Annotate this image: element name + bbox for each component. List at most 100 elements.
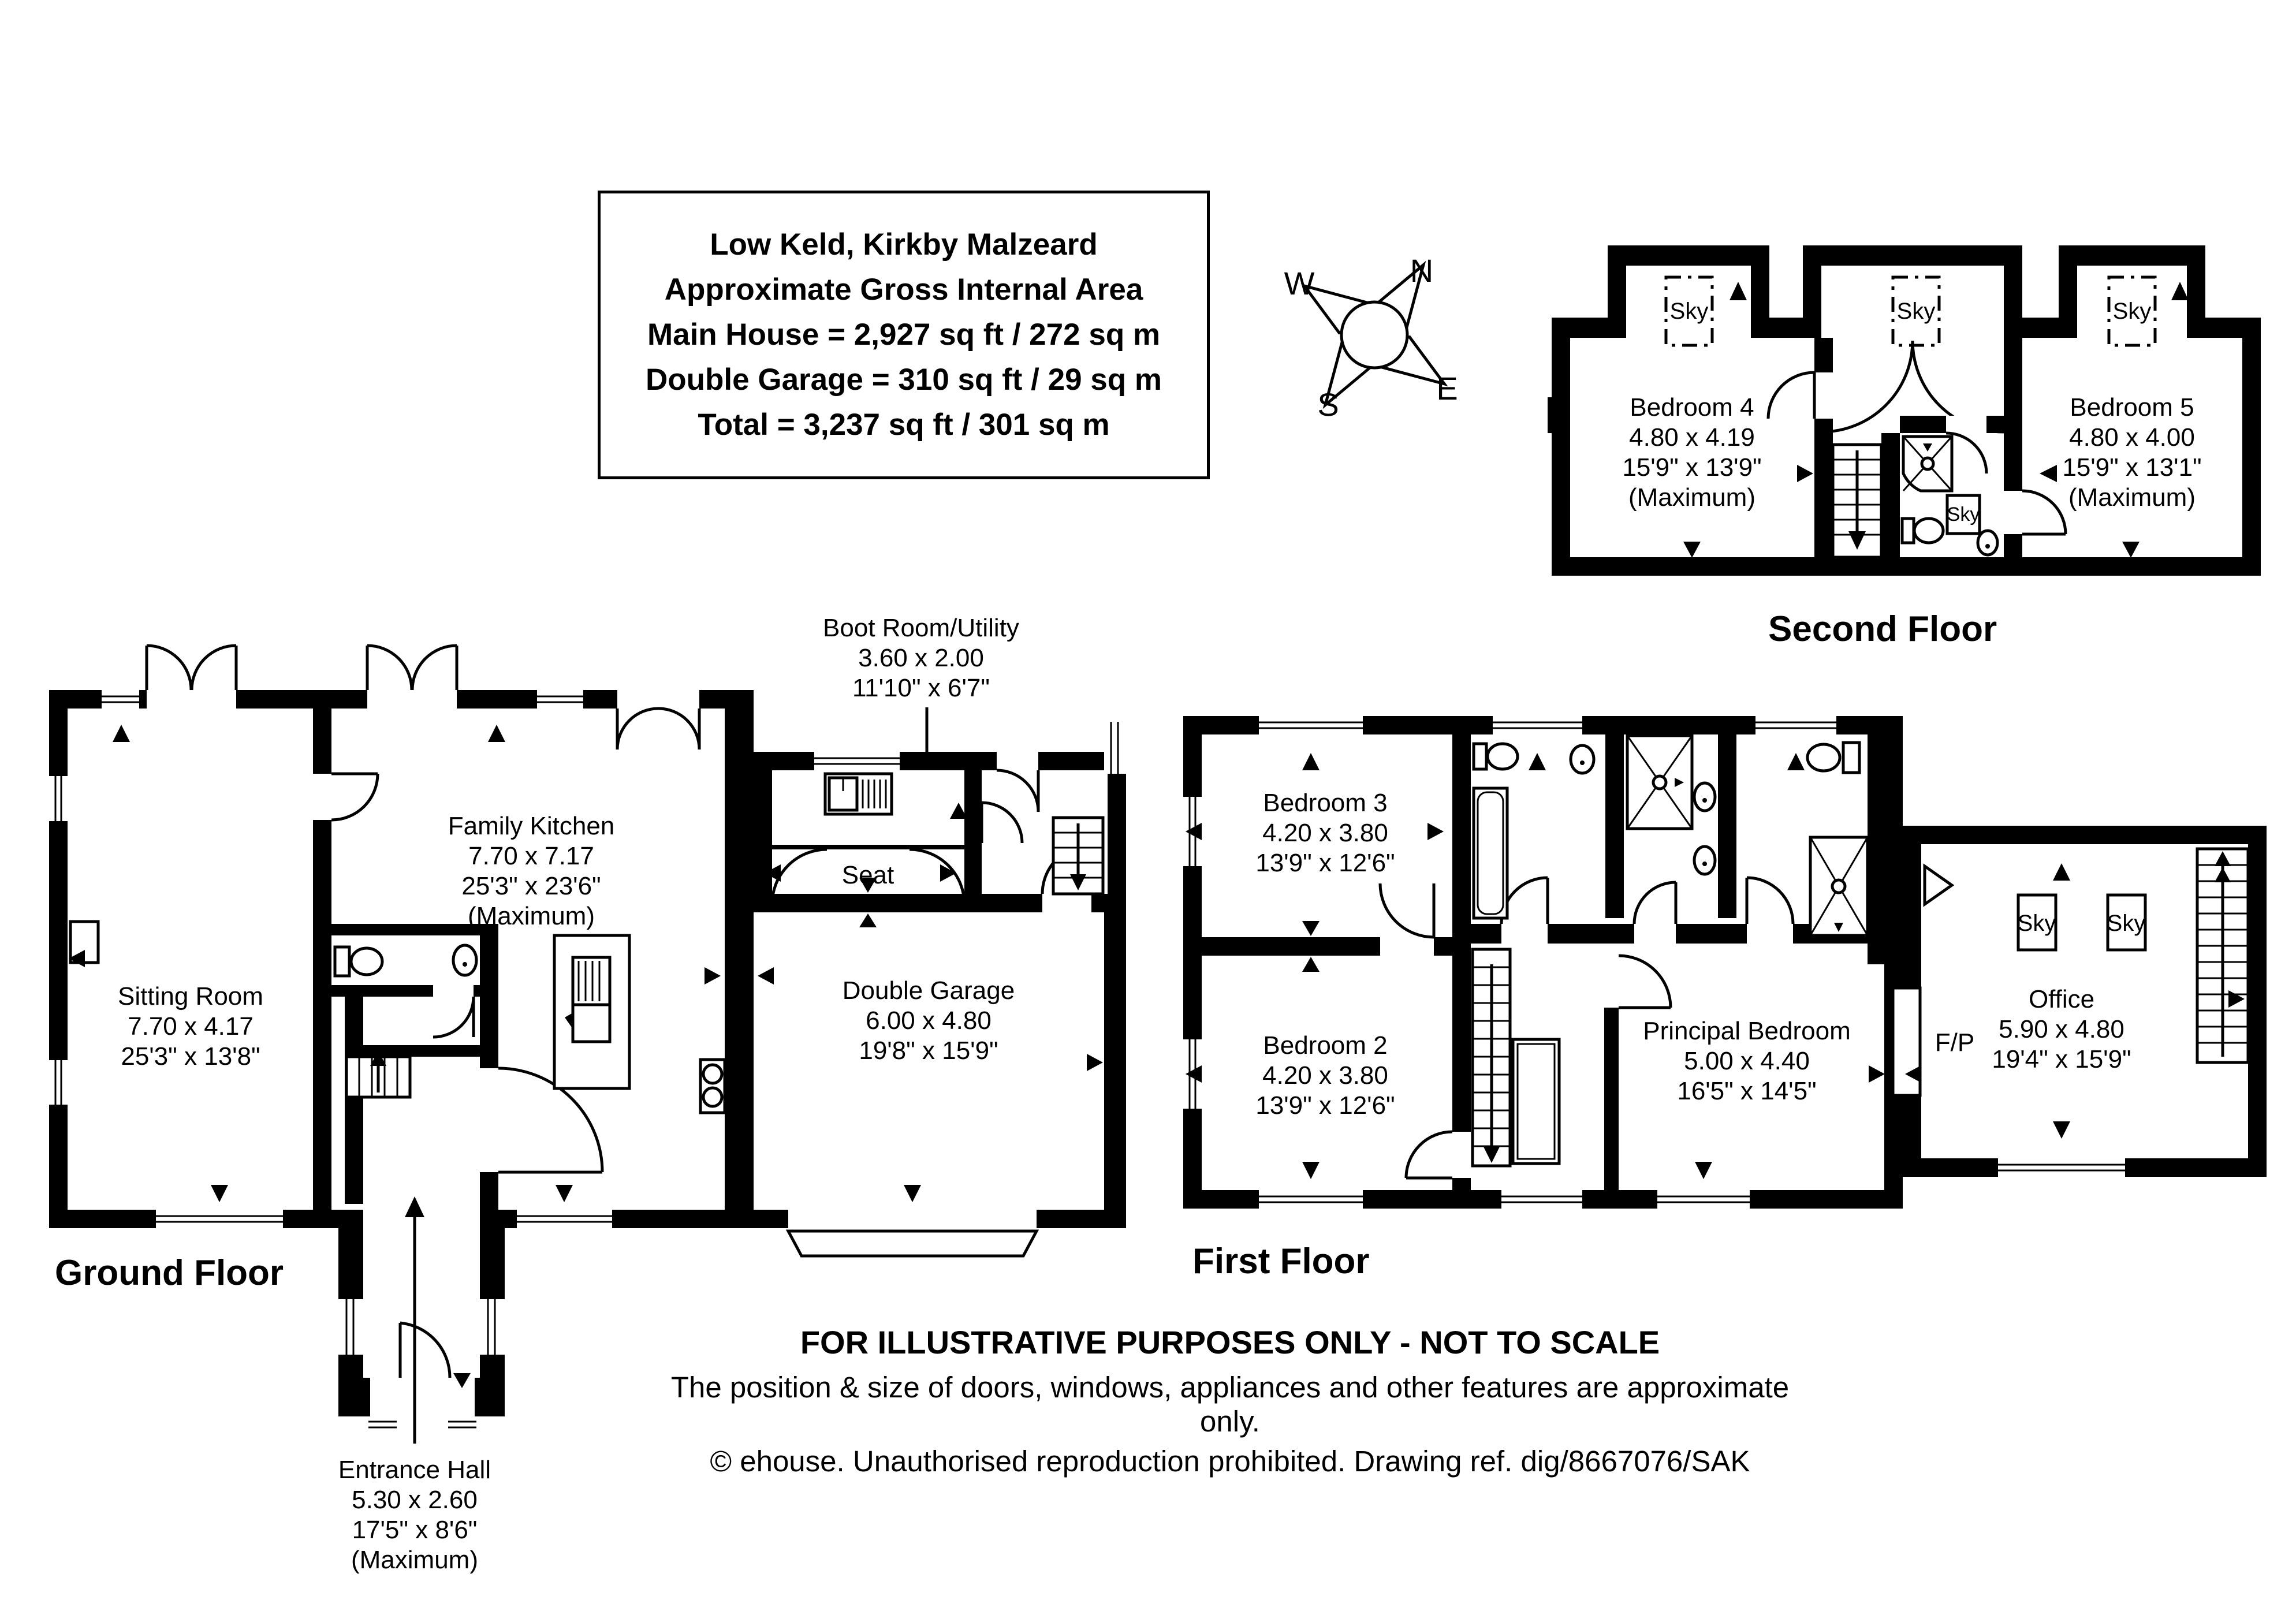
shower-room-sinks: [1693, 781, 1717, 876]
title-box: Low Keld, Kirkby Malzeard Approximate Gr…: [598, 191, 1210, 479]
skylight-label: Sky: [1947, 504, 1980, 525]
seat-label: Seat: [842, 861, 894, 889]
office-staircase-up: [2196, 847, 2250, 1064]
room-label-double-garage: Double Garage 6.00 x 4.80 19'8" x 15'9": [843, 976, 1015, 1065]
area-subtitle: Approximate Gross Internal Area: [664, 273, 1143, 307]
room-name: Entrance Hall: [338, 1456, 491, 1484]
central-staircase: [1471, 948, 1512, 1168]
entrance-arrow: [405, 1196, 424, 1444]
boot-room-sink-icon: [823, 772, 893, 816]
room-metric: 4.80 x 4.00: [2069, 423, 2195, 452]
hob-icon: [699, 1058, 726, 1114]
room-imperial: 16'5" x 14'5": [1677, 1077, 1816, 1105]
room-note: (Maximum): [2068, 483, 2196, 512]
fireplace-label: F/P: [1935, 1028, 1974, 1057]
shower-icon: [1902, 435, 1954, 493]
room-name: Sitting Room: [118, 982, 263, 1011]
bathtub-icon: [1472, 786, 1509, 920]
footer-disclaimer: FOR ILLUSTRATIVE PURPOSES ONLY - NOT TO …: [664, 1323, 1796, 1478]
room-label-principal-bedroom: Principal Bedroom 5.00 x 4.40 16'5" x 14…: [1643, 1017, 1851, 1105]
skylight-bedroom5: Sky: [2107, 275, 2157, 347]
annex-staircase-down: [1052, 816, 1105, 896]
total-area: Total = 3,237 sq ft / 301 sq m: [698, 408, 1110, 442]
room-label-entrance-hall: Entrance Hall 5.30 x 2.60 17'5" x 8'6" (…: [338, 1456, 491, 1574]
window-markers: [1186, 753, 2245, 1179]
ground-floor-title: Ground Floor: [55, 1253, 284, 1293]
toilet-icon: [1900, 517, 1945, 545]
room-metric: 5.00 x 4.40: [1684, 1047, 1810, 1075]
internal-door-arcs: [1378, 863, 1955, 1180]
room-name: Bedroom 3: [1263, 789, 1387, 817]
room-metric: 6.00 x 4.80: [866, 1006, 992, 1035]
room-metric: 4.20 x 3.80: [1262, 819, 1388, 847]
room-label-bedroom4: Bedroom 4 4.80 x 4.19 15'9" x 13'9" (Max…: [1622, 393, 1761, 512]
office-door: [1923, 863, 1955, 907]
footer-line1: FOR ILLUSTRATIVE PURPOSES ONLY - NOT TO …: [800, 1324, 1660, 1360]
room-imperial: 19'4" x 15'9": [1992, 1045, 2131, 1073]
room-imperial: 19'8" x 15'9": [859, 1036, 998, 1065]
garage-area: Double Garage = 310 sq ft / 29 sq m: [646, 363, 1162, 397]
skylight-bedroom4: Sky: [1664, 275, 1714, 347]
fireplace: F/P: [1891, 986, 1974, 1097]
window-markers: [1554, 282, 2258, 558]
skylight-label: Sky: [2107, 911, 2146, 936]
room-name: Office: [2029, 985, 2094, 1013]
room-name: Boot Room/Utility: [823, 614, 1019, 642]
skylight-label: Sky: [1897, 299, 1936, 324]
room-metric: 7.70 x 7.17: [468, 842, 594, 870]
first-floor-title: First Floor: [1192, 1241, 1370, 1281]
french-door-arcs: [145, 644, 701, 750]
room-label-office: Office 5.90 x 4.80 19'4" x 15'9": [1992, 985, 2131, 1073]
property-address: Low Keld, Kirkby Malzeard: [710, 228, 1098, 262]
compass-north-label: N: [1410, 252, 1433, 289]
room-metric: 5.90 x 4.80: [1999, 1015, 2124, 1043]
room-imperial: 13'9" x 12'6": [1255, 1091, 1395, 1120]
compass-star: [1300, 260, 1448, 409]
second-floor-title: Second Floor: [1768, 609, 1997, 649]
landing-cupboard: [1511, 1038, 1561, 1165]
room-label-bedroom5: Bedroom 5 4.80 x 4.00 15'9" x 13'1" (Max…: [2062, 393, 2201, 512]
room-metric: 3.60 x 2.00: [858, 644, 984, 672]
wc-sink-icon: [452, 944, 478, 977]
compass-south-label: S: [1317, 386, 1339, 423]
room-metric: 5.30 x 2.60: [352, 1486, 478, 1514]
window-markers: [69, 725, 1103, 1388]
skylight-label: Sky: [2018, 911, 2056, 936]
room-metric: 4.80 x 4.19: [1629, 423, 1755, 452]
office-skylight-1: Sky: [2017, 893, 2058, 952]
room-imperial: 15'9" x 13'9": [1622, 453, 1761, 482]
hall-staircase-up: [345, 1051, 412, 1099]
room-metric: 7.70 x 4.17: [128, 1012, 254, 1041]
room-imperial: 17'5" x 8'6": [352, 1516, 478, 1544]
ground-floor-walls: [49, 690, 1126, 1416]
compass-east-label: E: [1436, 370, 1458, 407]
windows: [49, 690, 1126, 1429]
room-name: Double Garage: [843, 976, 1015, 1005]
kitchen-island: [553, 934, 631, 1090]
room-imperial: 25'3" x 23'6": [461, 872, 601, 900]
room-note: (Maximum): [351, 1546, 478, 1574]
room-name: Family Kitchen: [448, 812, 615, 840]
room-name: Principal Bedroom: [1643, 1017, 1851, 1045]
first-floor-plan: F/P Sky Sky: [1183, 716, 2267, 1281]
second-floor-plan: Sky Sky Sky Sky: [1548, 245, 2261, 649]
room-metric: 4.20 x 3.80: [1262, 1061, 1388, 1090]
compass-west-label: W: [1284, 265, 1315, 301]
bathroom-door-arc: [1945, 416, 1988, 474]
room-imperial: 13'9" x 12'6": [1255, 849, 1395, 877]
bedroom4-door-arc: [1766, 371, 1833, 419]
room-label-sitting-room: Sitting Room 7.70 x 4.17 25'3" x 13'8": [118, 982, 263, 1071]
room-name: Bedroom 2: [1263, 1031, 1387, 1060]
footer-line3: © ehouse. Unauthorised reproduction proh…: [710, 1445, 1750, 1478]
garage-door: [785, 1229, 1039, 1258]
main-house-area: Main House = 2,927 sq ft / 272 sq m: [647, 318, 1161, 352]
ensuite-toilet-icon: [1806, 741, 1861, 774]
shower-room-shower-icon: [1626, 734, 1694, 830]
skylight-bathroom: Sky: [1945, 494, 1981, 535]
room-note: (Maximum): [468, 902, 595, 930]
compass-rose-icon: W N E S: [1284, 252, 1458, 423]
wc-toilet-icon: [333, 945, 384, 978]
room-label-boot-room: Boot Room/Utility 3.60 x 2.00 11'10" x 6…: [823, 614, 1019, 830]
room-imperial: 25'3" x 13'8": [121, 1042, 260, 1071]
